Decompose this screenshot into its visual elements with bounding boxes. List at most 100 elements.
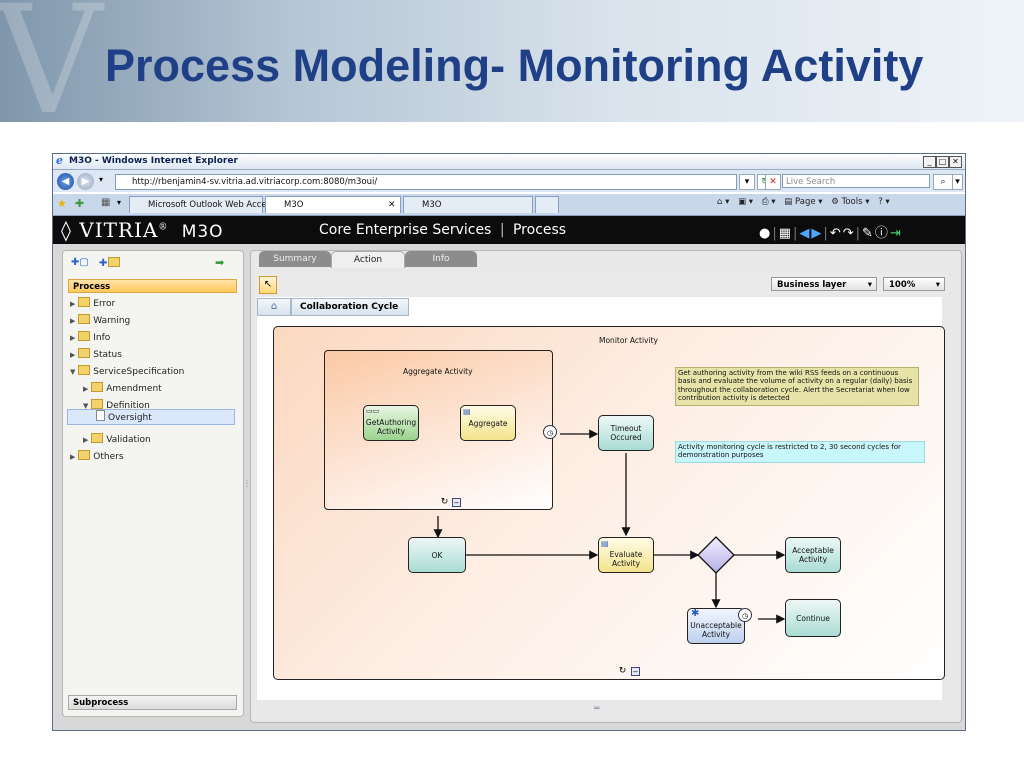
collapse-icon[interactable]: ▼ (70, 368, 76, 376)
app-header-section: Process (512, 222, 567, 238)
panel-resize-handle[interactable]: ═ (594, 704, 600, 714)
edit-icon[interactable]: ✎ (862, 226, 875, 241)
breadcrumb-item[interactable]: Collaboration Cycle (291, 298, 410, 316)
tree-item-warning[interactable]: ▶ Warning (63, 313, 250, 330)
layer-select[interactable]: Business layer ▾ (771, 277, 877, 291)
exit-icon[interactable]: ⇥ (889, 226, 903, 241)
back-button[interactable]: ◀ (57, 173, 74, 190)
tree-item-status[interactable]: ▶ Status (63, 347, 250, 364)
tree-item-definition[interactable]: ▼ Definition (63, 398, 263, 415)
collapse-pool-button[interactable]: − (631, 667, 640, 676)
add-favorites-icon[interactable]: ✚ (75, 197, 85, 210)
folder-icon (91, 382, 104, 392)
expand-icon[interactable]: ▶ (83, 385, 89, 393)
add-process-icon[interactable]: ✚▢ (71, 257, 89, 268)
tree-item-servicespecification[interactable]: ▼ ServiceSpecification (63, 364, 250, 381)
expand-icon[interactable]: ▶ (70, 334, 76, 342)
new-tab-button[interactable] (535, 196, 559, 213)
stop-icon[interactable]: ✕ (765, 174, 781, 190)
search-input[interactable]: Live Search (782, 174, 930, 188)
expand-icon[interactable]: ▶ (70, 300, 76, 308)
tab-summary[interactable]: Summary (259, 251, 331, 267)
splitter-handle[interactable]: ⋮ (243, 479, 251, 488)
tree-item-amendment[interactable]: ▶ Amendment (63, 381, 263, 398)
task-continue[interactable]: Continue (785, 599, 841, 637)
tree-item-error[interactable]: ▶ Error (63, 296, 250, 313)
task-timeout-occured[interactable]: Timeout Occured (598, 415, 654, 451)
page-menu[interactable]: ▤ Page ▾ (784, 197, 823, 207)
redo-icon[interactable]: ↷ (842, 226, 856, 241)
vitria-logo: ◊ VITRIA® M3O (61, 218, 224, 242)
undo-icon[interactable]: ↶ (829, 226, 843, 241)
tab-label: M3O (422, 200, 442, 210)
task-evaluate-activity[interactable]: ▤ Evaluate Activity (598, 537, 654, 573)
prev-icon[interactable]: ◀ (799, 226, 812, 241)
window-title: M3O - Windows Internet Explorer (69, 156, 238, 166)
maximize-button[interactable]: □ (936, 156, 949, 168)
tree-item-info[interactable]: ▶ Info (63, 330, 250, 347)
home-icon[interactable]: ⌂ ▾ (717, 197, 730, 207)
url-text: http://rbenjamin4-sv.vitria.ad.vitriacor… (132, 177, 378, 187)
collapse-subprocess-button[interactable]: − (452, 498, 461, 507)
quick-tabs-icon[interactable]: ▦ (101, 197, 111, 208)
tab-list-dropdown-icon[interactable]: ▾ (117, 198, 122, 207)
pointer-tool-icon[interactable]: ↖ (259, 276, 277, 294)
tab-m3o[interactable]: M3O (403, 196, 533, 213)
subprocess-section[interactable]: Subprocess (68, 695, 237, 710)
go-arrow-icon[interactable]: ➡ (215, 256, 225, 269)
add-folder-icon[interactable]: ✚ (99, 257, 123, 269)
close-tab-icon[interactable]: ✕ (388, 200, 396, 210)
user-task-icon: ✱ (691, 608, 700, 619)
expand-icon[interactable]: ▶ (70, 453, 76, 461)
tree-item-oversight-selected[interactable]: Oversight (67, 409, 235, 425)
grid-icon[interactable]: ▦ (778, 226, 794, 241)
tree-item-label: ServiceSpecification (93, 367, 185, 377)
help-icon[interactable]: ? ▾ (878, 197, 890, 207)
browser-window: e M3O - Windows Internet Explorer _ □ ✕ … (52, 153, 966, 731)
zoom-select[interactable]: 100% ▾ (883, 277, 945, 291)
task-label: Acceptable Activity (792, 546, 834, 564)
minimize-button[interactable]: _ (923, 156, 936, 168)
collapse-icon[interactable]: ▼ (83, 402, 89, 410)
task-ok[interactable]: OK (408, 537, 466, 573)
app-toolbar-icons: ●|▦|◀▶|↶↷|✎ⓘ⇥ (759, 226, 903, 241)
tab-m3o-active[interactable]: M3O ✕ (265, 196, 401, 213)
task-acceptable-activity[interactable]: Acceptable Activity (785, 537, 841, 573)
tab-action[interactable]: Action (331, 251, 405, 268)
script-task-icon: ▤ (463, 407, 471, 416)
favorites-star-icon[interactable]: ★ (57, 197, 67, 210)
expand-icon[interactable]: ▶ (70, 351, 76, 359)
search-placeholder: Live Search (786, 177, 836, 187)
timer-event-icon[interactable]: ◷ (738, 608, 752, 622)
expand-icon[interactable]: ▶ (83, 436, 89, 444)
search-icon[interactable]: ⌕ (933, 174, 953, 190)
tab-info[interactable]: Info (405, 251, 477, 267)
chat-icon[interactable]: ● (759, 226, 773, 241)
task-aggregate[interactable]: ▤ Aggregate (460, 405, 516, 441)
tree-item-others[interactable]: ▶ Others (63, 449, 250, 466)
task-getauthoring-activity[interactable]: ▭▭ GetAuthoring Activity (363, 405, 419, 441)
url-dropdown-button[interactable]: ▾ (739, 174, 755, 190)
tools-menu[interactable]: ⚙ Tools ▾ (831, 197, 870, 207)
exclusive-gateway[interactable] (697, 536, 735, 574)
forward-button[interactable]: ▶ (77, 173, 94, 190)
aggregate-activity-subprocess[interactable]: Aggregate Activity (324, 350, 553, 510)
close-window-button[interactable]: ✕ (949, 156, 962, 168)
tree-item-label: Warning (93, 316, 131, 326)
tab-outlook-web-access[interactable]: Microsoft Outlook Web Access (129, 196, 276, 213)
feeds-icon[interactable]: ▣ ▾ (738, 197, 754, 207)
browser-tab-bar: ★ ✚ ▦ ▾ Microsoft Outlook Web Access M3O… (53, 194, 965, 216)
breadcrumb-home-icon[interactable]: ⌂ (257, 298, 291, 316)
url-input[interactable]: http://rbenjamin4-sv.vitria.ad.vitriacor… (115, 174, 737, 190)
timer-event-icon[interactable]: ◷ (543, 425, 557, 439)
tree-item-validation[interactable]: ▶ Validation (63, 432, 263, 449)
info-icon[interactable]: ⓘ (874, 226, 890, 241)
expand-icon[interactable]: ▶ (70, 317, 76, 325)
history-dropdown-icon[interactable]: ▾ (99, 175, 104, 184)
task-unacceptable-activity[interactable]: ✱ Unacceptable Activity (687, 608, 745, 644)
address-bar: ◀ ▶ ▾ http://rbenjamin4-sv.vitria.ad.vit… (53, 170, 965, 192)
search-options-button[interactable]: ▾ (952, 174, 963, 190)
folder-open-icon (78, 365, 91, 375)
next-icon[interactable]: ▶ (811, 226, 824, 241)
print-icon[interactable]: ⎙ ▾ (761, 197, 776, 207)
